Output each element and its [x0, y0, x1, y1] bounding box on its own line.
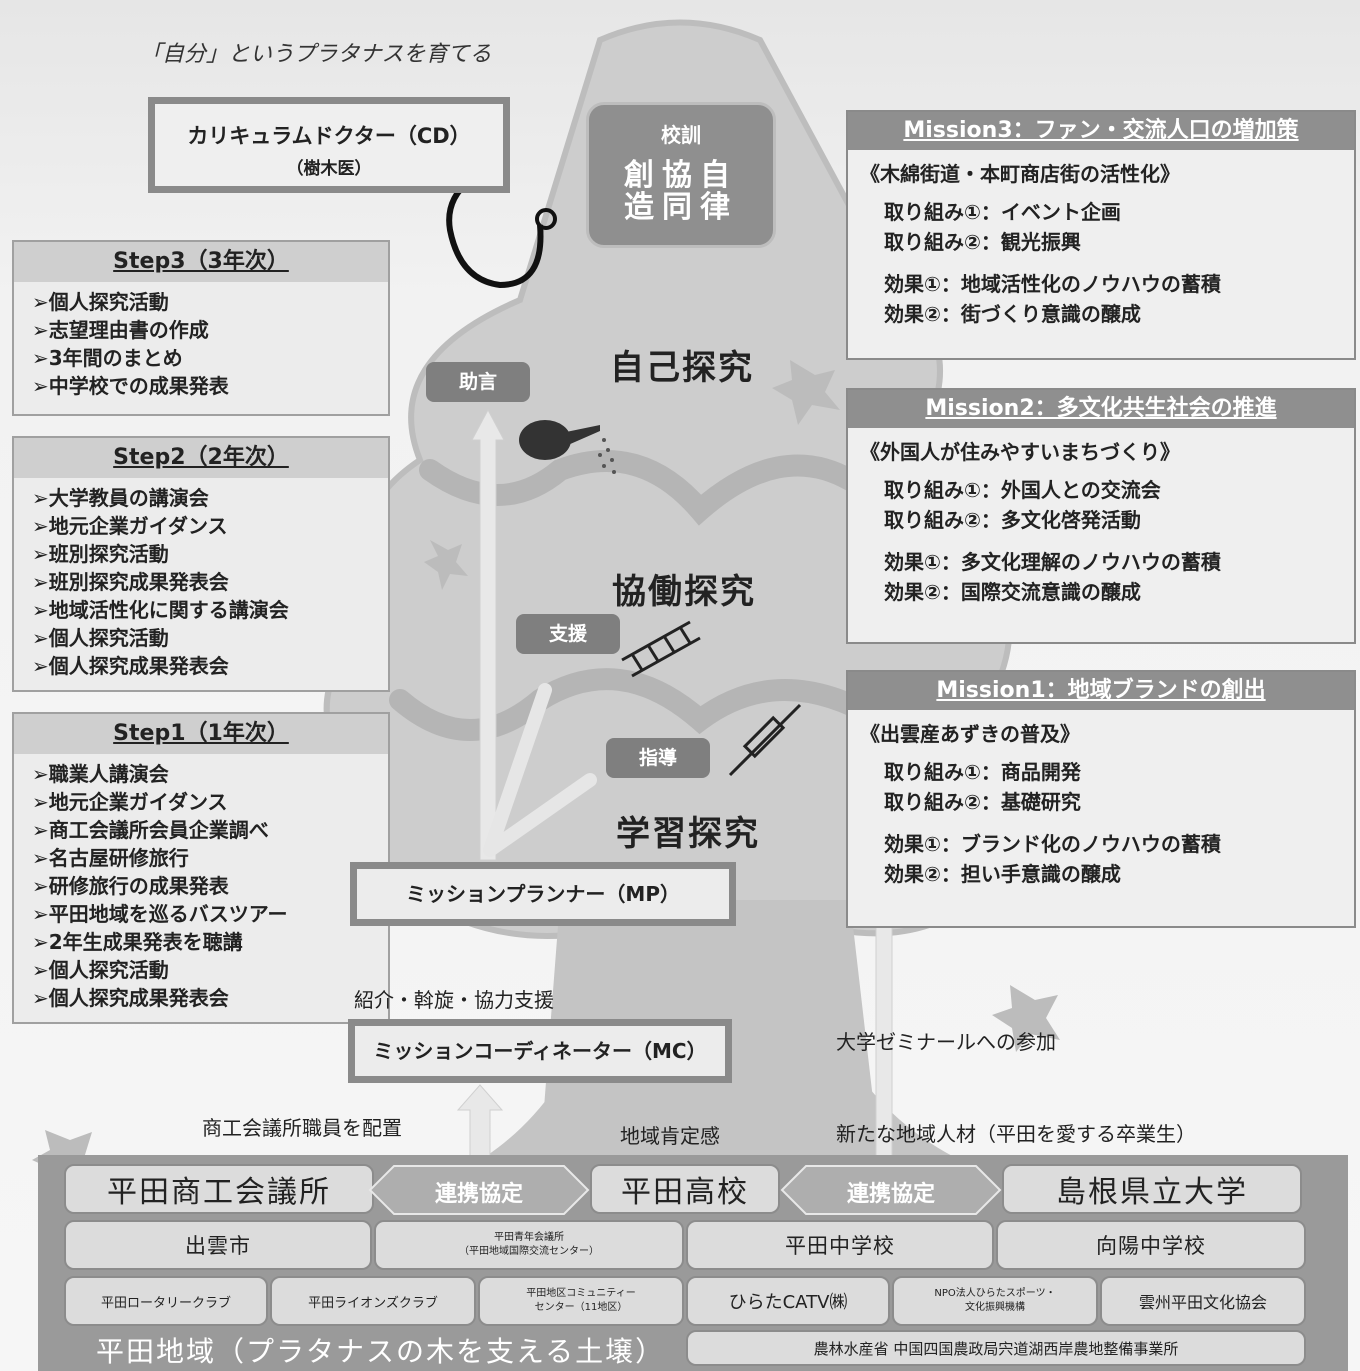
- hirata-catv-cell: ひらたCATV㈱: [686, 1276, 890, 1326]
- school-motto-box: 校訓 創協自 造同律: [586, 102, 776, 248]
- mission3-box: Mission3：ファン・交流人口の増加策 《木綿街道・本町商店街の活性化》 取…: [846, 110, 1356, 360]
- partnership-arrow-2: [780, 1165, 1002, 1215]
- hirata-chamber-cell: 平田商工会議所: [64, 1164, 374, 1214]
- intro-support-label: 紹介・斡旋・協力支援: [354, 988, 554, 1012]
- mission2-box: Mission2：多文化共生社会の推進 《外国人が住みやすいまちづくり》 取り組…: [846, 388, 1356, 644]
- mission3-effect2: 効果②：街づくり意識の醸成: [884, 302, 1141, 326]
- mission1-action2: 取り組み②：基礎研究: [884, 790, 1081, 814]
- hirata-jc-name: 平田青年会議所: [494, 1232, 564, 1243]
- list-item: ➢班別探究成果発表会: [32, 570, 229, 594]
- mission2-action2: 取り組み②：多文化啓発活動: [884, 508, 1141, 532]
- list-item: ➢個人探究活動: [32, 626, 169, 650]
- list-item: ➢個人探究成果発表会: [32, 986, 229, 1010]
- step3-box: Step3（3年次） ➢個人探究活動 ➢志望理由書の作成 ➢3年間のまとめ ➢中…: [12, 240, 390, 416]
- mission3-action2: 取り組み②：観光振興: [884, 230, 1081, 254]
- school-motto-row1: 創協自: [624, 158, 738, 193]
- list-item: ➢中学校での成果発表: [32, 374, 229, 398]
- curriculum-doctor-label: カリキュラムドクター（CD）: [187, 124, 471, 148]
- list-item: ➢班別探究活動: [32, 542, 169, 566]
- mission1-heading: Mission1：地域ブランドの創出: [848, 672, 1354, 710]
- unshu-culture-cell: 雲州平田文化協会: [1100, 1276, 1306, 1326]
- step1-heading: Step1（1年次）: [14, 714, 388, 754]
- mission2-effect2: 効果②：国際交流意識の醸成: [884, 580, 1141, 604]
- community-center-cell: 平田地区コミュニティー センター（11地区）: [478, 1276, 684, 1326]
- npo-sports-sub: 文化振興機構: [965, 1302, 1025, 1313]
- step2-heading: Step2（2年次）: [14, 438, 388, 478]
- mission1-action1: 取り組み①：商品開発: [884, 760, 1081, 784]
- mission1-box: Mission1：地域ブランドの創出 《出雲産あずきの普及》 取り組み①：商品開…: [846, 670, 1356, 928]
- hirata-jhs-cell: 平田中学校: [686, 1220, 994, 1270]
- npo-sports-name: NPO法人ひらたスポーツ・: [934, 1288, 1056, 1299]
- watering-can-icon: [519, 420, 616, 474]
- mission3-heading: Mission3：ファン・交流人口の増加策: [848, 112, 1354, 150]
- univ-seminar-label: 大学ゼミナールへの参加: [836, 1030, 1056, 1054]
- mission1-effect2: 効果②：担い手意識の醸成: [884, 862, 1121, 886]
- phase-collab-inquiry: 協働探究: [612, 572, 756, 612]
- list-item: ➢研修旅行の成果発表: [32, 874, 229, 898]
- list-item: ➢職業人講演会: [32, 762, 169, 786]
- ministry-office-cell: 農林水産省 中国四国農政局宍道湖西岸農地整備事業所: [686, 1330, 1306, 1366]
- chamber-staff-label: 商工会議所職員を配置: [202, 1116, 402, 1140]
- mission3-effect1: 効果①：地域活性化のノウハウの蓄積: [884, 272, 1221, 296]
- hirata-high-school-cell: 平田高校: [590, 1164, 780, 1214]
- list-item: ➢地元企業ガイダンス: [32, 514, 228, 538]
- new-talent-label: 新たな地域人材（平田を愛する卒業生）: [836, 1122, 1196, 1146]
- list-item: ➢地域活性化に関する講演会: [32, 598, 289, 622]
- school-motto-row2: 造同律: [624, 190, 738, 225]
- local-pride-label: 地域肯定感: [620, 1124, 720, 1148]
- community-center-sub: センター（11地区）: [534, 1302, 628, 1313]
- curriculum-doctor-sub: （樹木医）: [286, 159, 372, 179]
- mission2-action1: 取り組み①：外国人との交流会: [884, 478, 1161, 502]
- mission2-theme: 《外国人が住みやすいまちづくり》: [860, 440, 1180, 464]
- list-item: ➢志望理由書の作成: [32, 318, 209, 342]
- syringe-icon: [728, 703, 802, 777]
- partnership-arrow-1: [368, 1165, 590, 1215]
- mission2-heading: Mission2：多文化共生社会の推進: [848, 390, 1354, 428]
- mission1-effect1: 効果①：ブランド化のノウハウの蓄積: [884, 832, 1221, 856]
- list-item: ➢個人探究活動: [32, 290, 169, 314]
- list-item: ➢2年生成果発表を聴講: [32, 930, 243, 954]
- soil-title: 平田地域（プラタナスの木を支える土壌）: [96, 1335, 666, 1368]
- phase-self-inquiry: 自己探究: [610, 348, 754, 388]
- phase-learning-inquiry: 学習探究: [616, 814, 760, 854]
- list-item: ➢個人探究成果発表会: [32, 654, 229, 678]
- list-item: ➢3年間のまとめ: [32, 346, 183, 370]
- list-item: ➢商工会議所会員企業調べ: [32, 818, 269, 842]
- koyo-jhs-cell: 向陽中学校: [996, 1220, 1306, 1270]
- step2-box: Step2（2年次） ➢大学教員の講演会 ➢地元企業ガイダンス ➢班別探究活動 …: [12, 436, 390, 692]
- mission1-theme: 《出雲産あずきの普及》: [860, 722, 1080, 746]
- school-motto-heading: 校訓: [661, 123, 701, 147]
- mission3-theme: 《木綿街道・本町商店街の活性化》: [860, 162, 1180, 186]
- mission-coordinator-box: ミッションコーディネーター（MC）: [348, 1019, 732, 1083]
- community-center-name: 平田地区コミュニティー: [526, 1288, 636, 1299]
- curriculum-doctor-box: カリキュラムドクター（CD） （樹木医）: [148, 97, 510, 193]
- support-badge: 支援: [516, 614, 620, 654]
- partnership-label-1: 連携協定: [434, 1182, 523, 1207]
- npo-sports-cell: NPO法人ひらたスポーツ・ 文化振興機構: [892, 1276, 1098, 1326]
- list-item: ➢個人探究活動: [32, 958, 169, 982]
- list-item: ➢名古屋研修旅行: [32, 846, 189, 870]
- guidance-badge: 指導: [606, 738, 710, 778]
- hirata-jc-cell: 平田青年会議所 （平田地域国際交流センター）: [374, 1220, 684, 1270]
- mission2-effect1: 効果①：多文化理解のノウハウの蓄積: [884, 550, 1221, 574]
- list-item: ➢平田地域を巡るバスツアー: [32, 902, 288, 926]
- list-item: ➢地元企業ガイダンス: [32, 790, 228, 814]
- step1-box: Step1（1年次） ➢職業人講演会 ➢地元企業ガイダンス ➢商工会議所会員企業…: [12, 712, 390, 1024]
- mission-planner-box: ミッションプランナー（MP）: [350, 862, 736, 926]
- mission3-action1: 取り組み①：イベント企画: [884, 200, 1121, 224]
- shimane-univ-cell: 島根県立大学: [1002, 1164, 1302, 1214]
- lions-club-cell: 平田ライオンズクラブ: [270, 1276, 476, 1326]
- izumo-city-cell: 出雲市: [64, 1220, 372, 1270]
- ladder-icon: [621, 620, 701, 678]
- advice-badge: 助言: [426, 362, 530, 402]
- hirata-jc-sub: （平田地域国際交流センター）: [459, 1246, 599, 1257]
- diagram-title: 「自分」というプラタナスを育てる: [140, 42, 492, 67]
- list-item: ➢大学教員の講演会: [32, 486, 209, 510]
- step3-heading: Step3（3年次）: [14, 242, 388, 282]
- partnership-label-2: 連携協定: [846, 1182, 935, 1207]
- rotary-club-cell: 平田ロータリークラブ: [64, 1276, 268, 1326]
